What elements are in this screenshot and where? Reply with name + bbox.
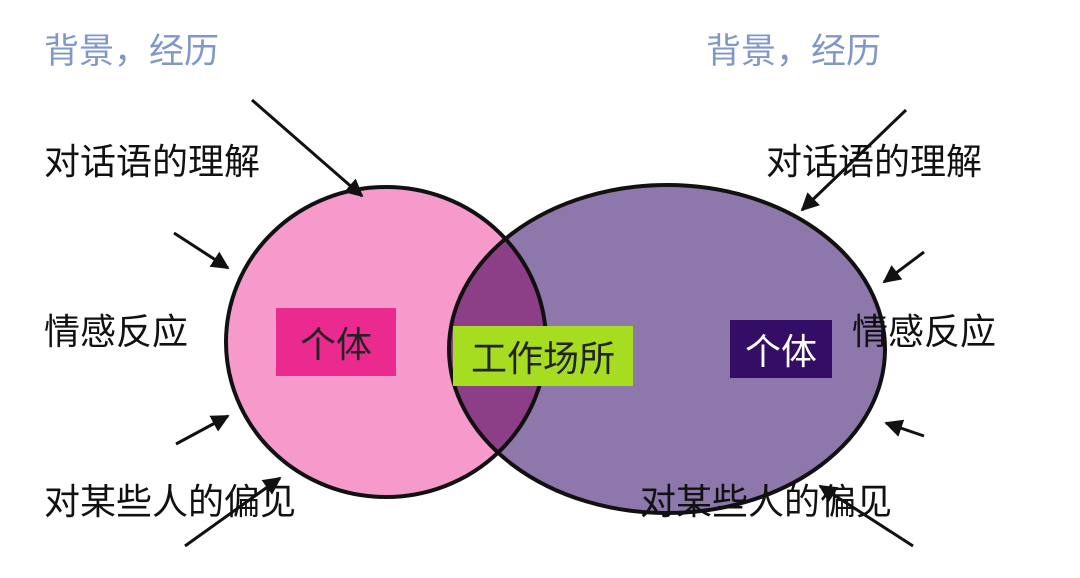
arrow-right-emotion [884,419,925,438]
arrow-left-background [251,98,364,198]
right-prejudice-label: 对某些人的偏见 [640,482,893,523]
right-individual-box: 个体 [730,320,832,378]
left-individual-box: 个体 [276,308,396,376]
left-understanding-label: 对话语的理解 [44,142,261,183]
right-background-label: 背景，经历 [706,32,882,72]
arrow-right-prejudice [818,484,914,548]
left-background-label: 背景，经历 [44,32,220,72]
right-individual-circle [449,185,885,513]
arrow-right-background [800,108,908,212]
left-prejudice-label: 对某些人的偏见 [44,482,297,523]
arrow-left-emotion [175,414,230,446]
workplace-box: 工作场所 [453,326,633,386]
arrow-left-understanding [173,231,230,270]
arrow-right-understanding [882,250,925,284]
right-circle-outline [447,183,887,515]
left-emotion-label: 情感反应 [44,312,189,353]
right-emotion-label: 情感反应 [852,312,997,353]
arrow-left-prejudice [184,476,282,548]
right-understanding-label: 对话语的理解 [766,142,983,183]
